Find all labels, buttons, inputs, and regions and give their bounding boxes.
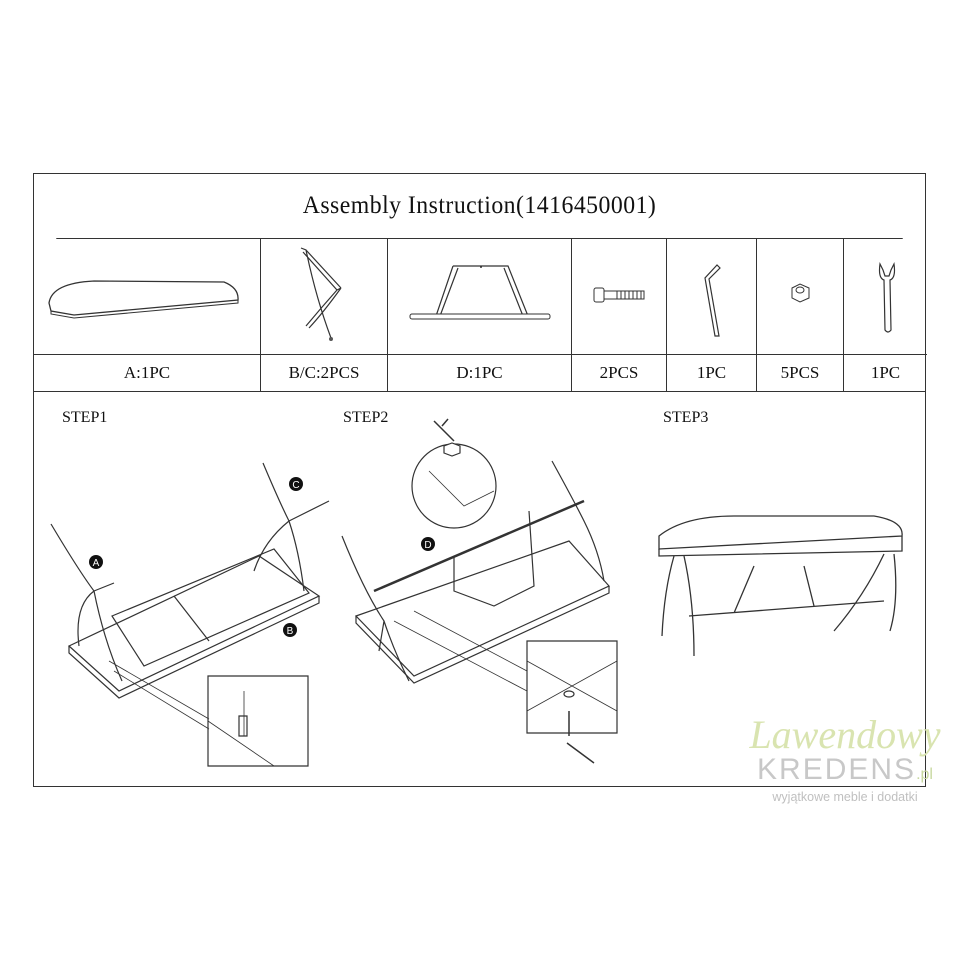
part-label: 1PC (696, 362, 727, 382)
step2-diagram (342, 419, 617, 763)
watermark-tagline: wyjątkowe meble i dodatki (772, 790, 918, 804)
parts-table: A:1PC B/C:2PCS D:1PC 2PCS 1PC 5PCS 1PC (34, 238, 927, 392)
part-label: 5PCS (780, 362, 820, 382)
assembly-diagrams: A B C D (34, 391, 927, 788)
allen-key-icon (667, 238, 757, 354)
callout-d-marker (421, 537, 435, 551)
part-bolt: 2PCS (572, 238, 667, 391)
part-label: D:1PC (456, 362, 503, 382)
watermark-script: Lawendowy (749, 712, 941, 757)
step1-diagram (51, 463, 329, 766)
part-a: A:1PC (34, 238, 261, 391)
callout-a-marker (89, 555, 103, 569)
page-title: Assembly Instruction(1416450001) (56, 174, 903, 239)
part-label: 2PCS (599, 362, 639, 382)
watermark-logo: Lawendowy KREDENS.pl wyjątkowe meble i d… (730, 712, 960, 805)
step3-diagram (659, 516, 902, 656)
part-label: A:1PC (123, 362, 171, 382)
callout-c-marker (289, 477, 303, 491)
callouts: A B C D (89, 477, 435, 637)
wrench-icon (844, 238, 927, 354)
seat-panel-icon (34, 238, 261, 354)
steps-area: STEP1 STEP2 STEP3 (34, 391, 925, 788)
callout-b-marker (283, 623, 297, 637)
part-label: B/C:2PCS (288, 362, 360, 382)
step2-label: STEP2 (343, 409, 389, 426)
callout-c: C (292, 480, 299, 491)
cross-leg-icon (261, 238, 388, 341)
part-allen-key: 1PC (667, 238, 757, 391)
part-bc: B/C:2PCS (261, 238, 388, 391)
callout-b: B (287, 626, 294, 637)
part-wrench: 1PC (844, 238, 927, 391)
part-d: D:1PC (388, 238, 572, 391)
callout-d: D (424, 540, 431, 551)
crossbar-frame-icon (388, 238, 572, 354)
step3-label: STEP3 (663, 409, 709, 426)
part-label: 1PC (870, 362, 901, 382)
callout-a: A (93, 558, 100, 569)
bolt-icon (572, 238, 667, 354)
step1-label: STEP1 (62, 409, 108, 426)
watermark-brand: KREDENS (757, 753, 917, 786)
instruction-sheet: Assembly Instruction(1416450001) A:1PC B… (33, 173, 927, 788)
watermark-tld: .pl (916, 766, 933, 783)
part-nut: 5PCS (757, 238, 844, 391)
nut-icon (757, 238, 844, 354)
